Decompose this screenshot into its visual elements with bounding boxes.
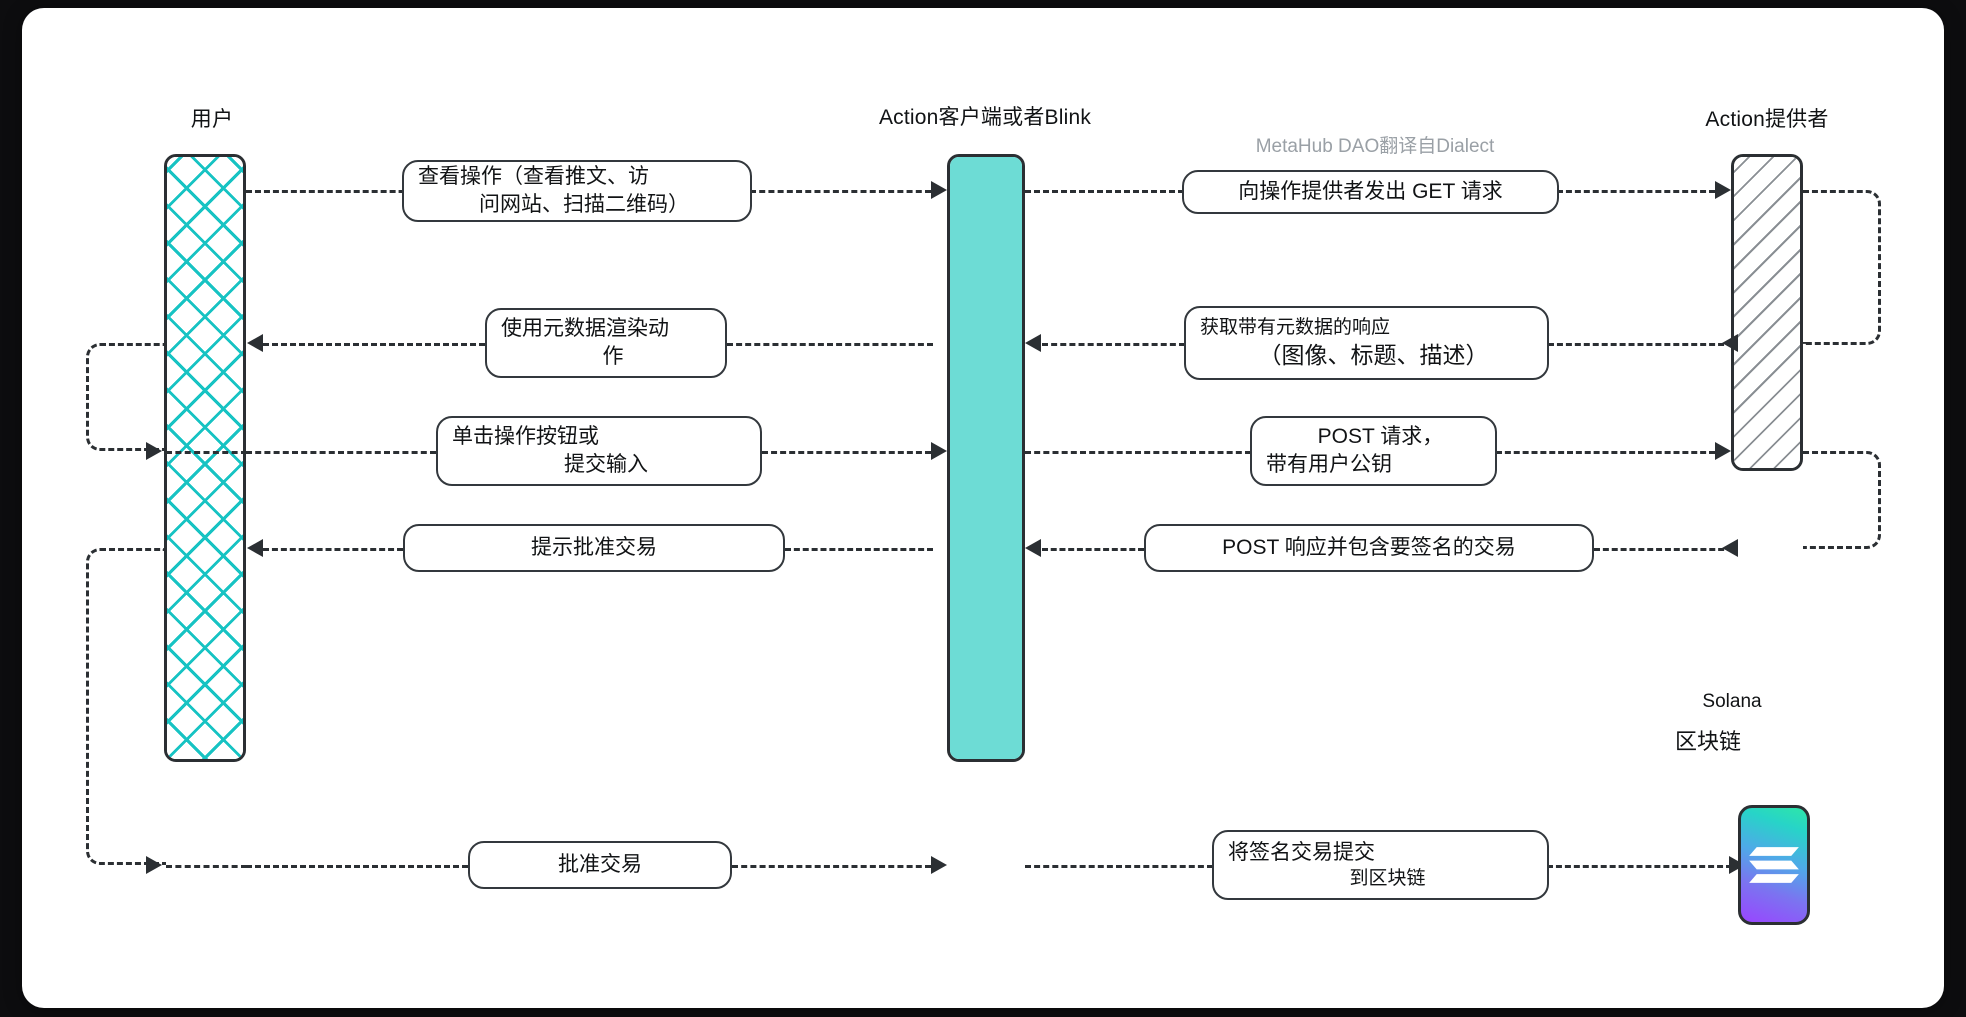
connector-m9-in [166,865,247,868]
arrowhead-m6 [1715,442,1731,460]
message-m9: 批准交易 [468,841,732,889]
watermark-text: MetaHub DAO翻译自Dialect [1255,136,1495,157]
blockchain-label: 区块链 [1674,729,1742,754]
message-m7: 提示批准交易 [403,524,785,572]
diagram-card: 用户 Action客户端或者Blink Action提供者 MetaHub DA… [22,8,1944,1008]
lifeline-client [947,154,1025,762]
connector-m4-left [1042,343,1185,346]
connector-m5-right [762,451,931,454]
connector-m3-left [727,343,933,346]
arrowhead-m7 [247,539,263,557]
arrowhead-m3 [247,334,263,352]
arrowhead-m2 [1715,181,1731,199]
solana-blockchain-tile [1738,805,1810,925]
message-m5: 单击操作按钮或 提交输入 [436,416,762,486]
arrowhead-m9 [931,856,947,874]
lifeline-provider-hatch [1734,157,1800,468]
connector-m1-right [750,190,931,193]
lifeline-user-hatch [167,157,243,759]
connector-m9-right [732,865,931,868]
connector-m8-left [1042,548,1144,551]
message-m3: 使用元数据渲染动 作 [485,308,727,378]
loop-user-approve [86,548,166,865]
connector-m8-right [1594,548,1733,551]
connector-m3-right [263,343,485,346]
message-m2: 向操作提供者发出 GET 请求 [1182,170,1559,214]
loop-provider-post-response [1803,451,1881,549]
arrowhead-m8 [1025,539,1041,557]
connector-m5-left [246,451,436,454]
connector-m2-right [1557,190,1715,193]
connector-m6-left [1025,451,1251,454]
arrowhead-m1 [931,181,947,199]
connector-m7-right [263,548,403,551]
loop-user-input [86,343,166,451]
loop-provider-response [1803,190,1881,345]
arrowhead-m8b [1722,539,1738,557]
arrowhead-m5 [931,442,947,460]
arrowhead-m4b [1722,334,1738,352]
sequence-diagram-stage: 用户 Action客户端或者Blink Action提供者 MetaHub DA… [22,8,1944,1008]
message-m8: POST 响应并包含要签名的交易 [1144,524,1594,572]
solana-logo-icon [1749,847,1799,883]
arrowhead-m9-user [146,856,162,874]
connector-m9-left [246,865,468,868]
actor-label-provider: Action提供者 [1705,108,1829,131]
connector-m2-left [1025,190,1184,193]
connector-m6-right [1496,451,1715,454]
blockchain-name-label: Solana [1702,691,1762,712]
actor-label-user: 用户 [190,108,234,131]
message-m6: POST 请求， 带有用户公钥 [1250,416,1497,486]
arrowhead-m4 [1025,334,1041,352]
arrowhead-m5-user [146,442,162,460]
connector-m10-right [1547,865,1732,868]
connector-m5-in [166,451,247,454]
connector-m4-right [1548,343,1733,346]
connector-m10-left [1025,865,1213,868]
lifeline-provider [1731,154,1803,471]
message-m4: 获取带有元数据的响应 （图像、标题、描述） [1184,306,1549,380]
connector-m7-left [785,548,933,551]
message-m10: 将签名交易提交 到区块链 [1212,830,1549,900]
message-m1: 查看操作（查看推文、访 问网站、扫描二维码） [402,160,752,222]
lifeline-user [164,154,246,762]
lifeline-client-fill [950,157,1022,759]
actor-label-client: Action客户端或者Blink [878,106,1092,129]
